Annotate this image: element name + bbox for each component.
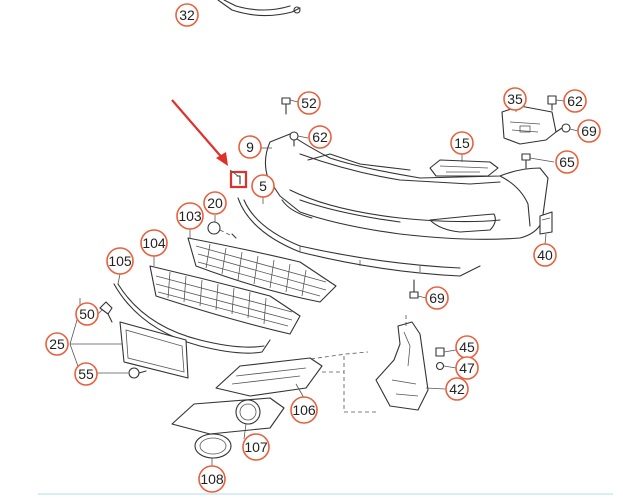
svg-text:103: 103 [178,208,202,224]
callout-55: 55 [74,362,98,386]
svg-text:108: 108 [200,471,224,487]
svg-text:50: 50 [79,306,95,322]
svg-text:55: 55 [78,366,94,382]
svg-text:69: 69 [581,123,597,139]
part-103-grille [187,237,337,303]
callout-52: 52 [297,91,321,115]
callout-9: 9 [238,135,262,159]
svg-text:9: 9 [246,139,254,155]
svg-text:40: 40 [537,247,553,263]
part-42-bracket [375,312,429,411]
callout-69-top: 69 [577,119,601,143]
callout-50: 50 [75,302,99,326]
part-20-clip [207,221,237,239]
svg-text:69: 69 [429,290,445,306]
callout-25: 25 [45,332,69,356]
svg-text:107: 107 [244,439,268,455]
leader-lines [96,99,579,468]
part-106-insert [171,357,323,435]
part-105-strip [113,283,271,354]
svg-text:105: 105 [108,253,132,269]
screws [281,95,571,299]
callout-42: 42 [445,377,469,401]
callout-69-mid: 69 [425,286,449,310]
callout-5: 5 [251,174,275,198]
highlighted-part-marker [229,170,248,189]
svg-text:65: 65 [559,154,575,170]
part-35-bracket [501,105,557,145]
svg-text:62: 62 [567,93,583,109]
callout-40: 40 [533,243,557,267]
svg-text:20: 20 [207,195,223,211]
svg-text:42: 42 [449,381,465,397]
part-32-trim [217,0,301,17]
callout-35: 35 [503,87,527,111]
svg-text:32: 32 [179,7,195,23]
callout-107: 107 [242,433,270,461]
part-5-lip [237,197,481,277]
bumper-cover [264,133,549,240]
callout-106: 106 [290,396,318,424]
callout-108: 108 [198,465,226,493]
nuts-45-47 [435,347,457,371]
svg-text:35: 35 [507,91,523,107]
svg-text:106: 106 [292,402,316,418]
callout-104: 104 [140,229,168,257]
part-50-clip [99,301,113,323]
svg-text:52: 52 [301,95,317,111]
callout-20: 20 [203,191,227,215]
part-104-grille [149,265,301,335]
svg-text:5: 5 [259,178,267,194]
callout-65: 65 [555,150,579,174]
svg-text:45: 45 [459,339,475,355]
part-15-bracket [429,159,499,177]
part-40-clip [539,211,553,235]
callout-103: 103 [176,202,204,230]
callout-62-left: 62 [308,125,332,149]
part-108-ring [194,433,232,459]
bottom-divider [38,493,613,495]
callout-45: 45 [455,335,479,359]
svg-text:47: 47 [459,360,475,376]
part-55-bolt [128,367,147,379]
svg-text:15: 15 [454,135,470,151]
svg-text:25: 25 [49,336,65,352]
svg-text:62: 62 [312,129,328,145]
dashed-links [303,351,378,413]
part-25-plate [119,321,189,379]
callout-62-right: 62 [563,89,587,113]
callout-15: 15 [450,131,474,155]
callout-25-bracket-lines [69,298,122,373]
red-arrow [171,99,228,166]
callout-47: 47 [455,356,479,380]
svg-text:104: 104 [142,235,166,251]
callout-105: 105 [106,247,134,275]
callout-32: 32 [175,3,199,27]
